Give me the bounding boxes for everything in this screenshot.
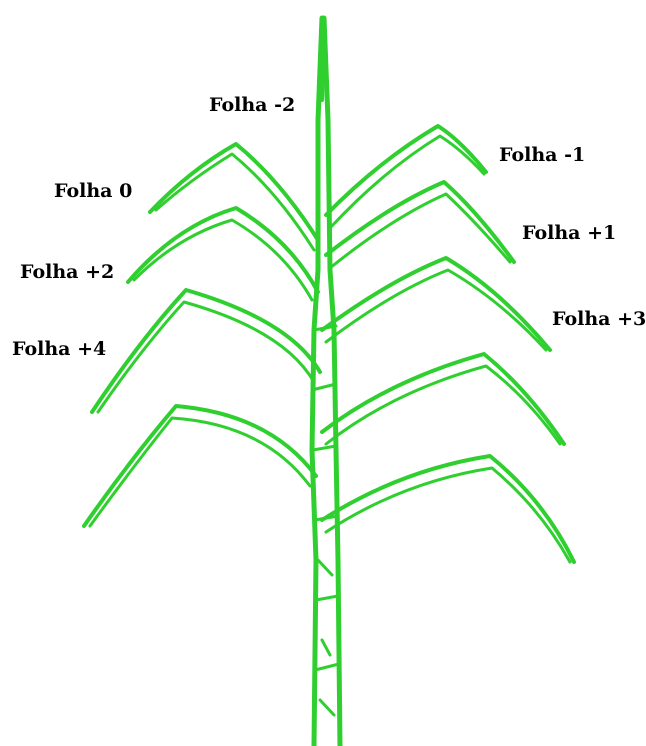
leaf-plus-2: [128, 208, 318, 300]
leaf-plus-4: [92, 290, 320, 412]
leaf-plus-7: [322, 456, 574, 562]
label-folha-p1: Folha +1: [522, 224, 616, 243]
label-folha-0: Folha 0: [54, 182, 132, 201]
leaf-plus-3: [322, 258, 550, 350]
label-folha-p3: Folha +3: [552, 310, 646, 329]
leaf-plus-1: [326, 182, 514, 268]
label-folha-p2: Folha +2: [20, 263, 114, 282]
label-folha-p4: Folha +4: [12, 340, 106, 359]
stalk: [312, 18, 340, 746]
leaf-plus-6: [84, 406, 316, 526]
leaf-0: [150, 144, 318, 250]
leaf-minus-2: [322, 20, 324, 100]
label-folha-m1: Folha -1: [499, 146, 585, 165]
label-folha-m2: Folha -2: [209, 96, 295, 115]
leaf-plus-5: [322, 354, 564, 444]
leaf-minus-1: [326, 126, 486, 228]
